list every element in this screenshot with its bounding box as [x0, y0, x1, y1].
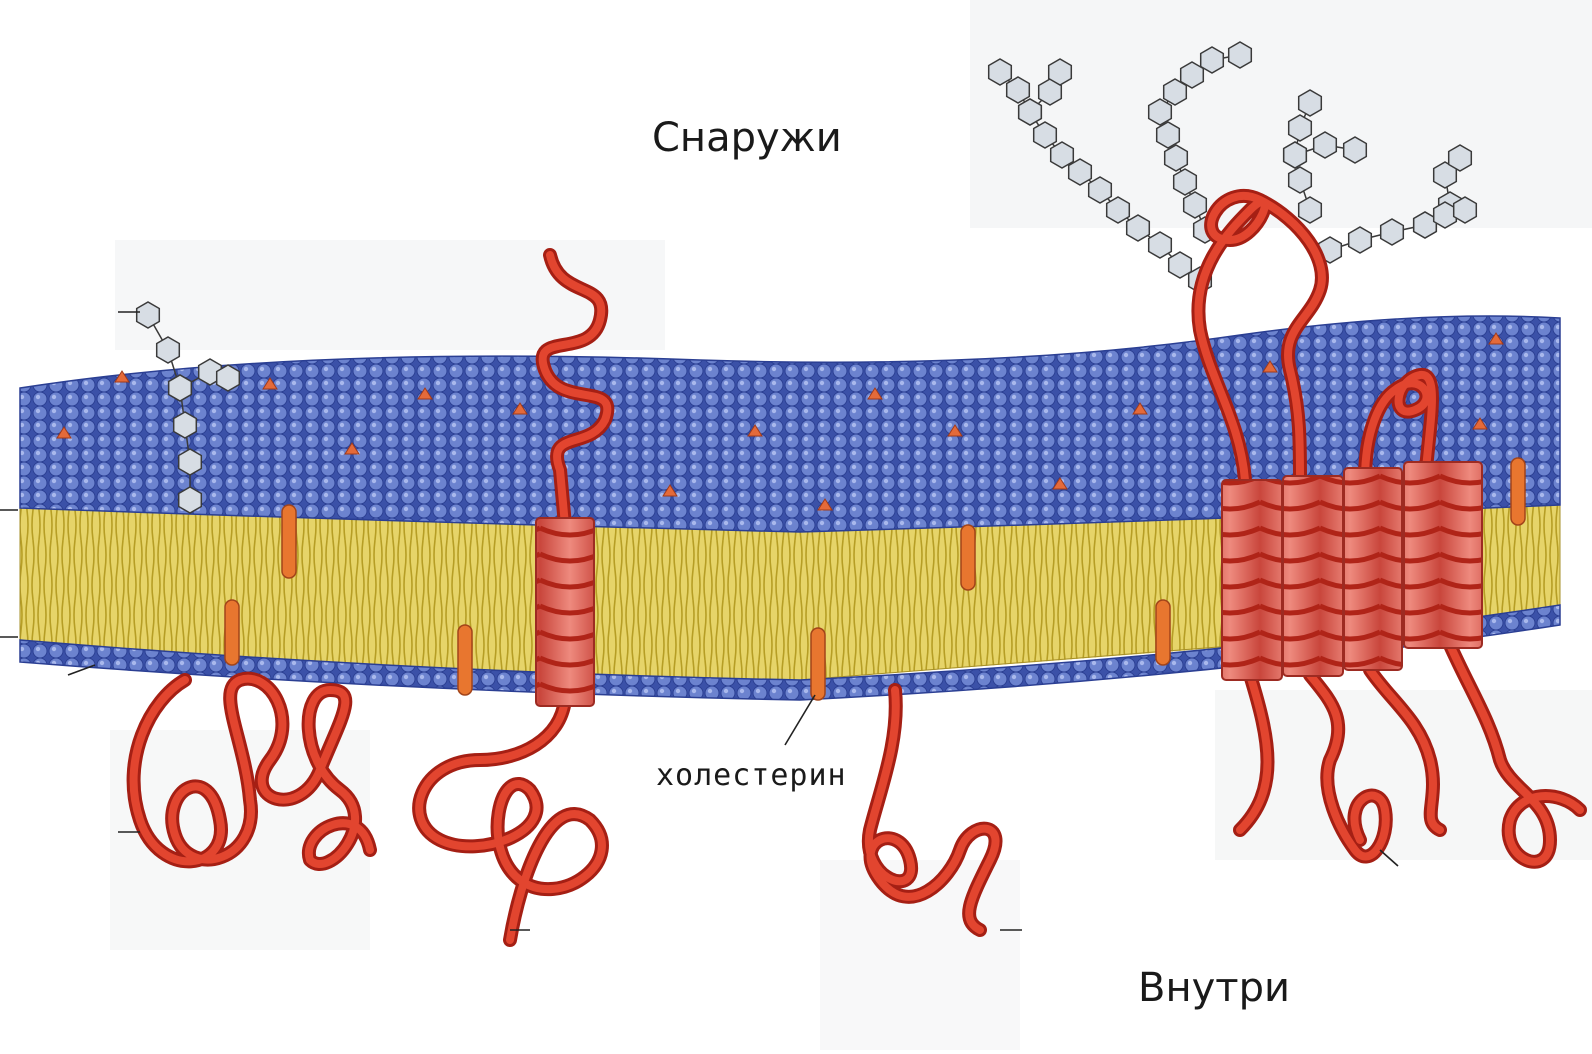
sugar-ring — [1051, 142, 1074, 168]
sugar-ring — [1174, 169, 1197, 195]
sugar-ring — [1165, 145, 1188, 171]
sugar-ring — [1169, 252, 1192, 278]
sugar-ring — [1314, 132, 1337, 158]
cholesterol-rod — [225, 600, 239, 665]
cholesterol-rod — [282, 505, 296, 578]
sugar-ring — [1454, 197, 1477, 223]
sugar-ring — [1089, 177, 1112, 203]
sugar-ring — [1299, 90, 1322, 116]
alpha-helix-2 — [1283, 476, 1343, 676]
sugar-ring — [1349, 227, 1372, 253]
outside-label: Снаружи — [652, 115, 842, 161]
sugar-ring — [179, 487, 202, 513]
alpha-helix-1 — [1222, 480, 1282, 680]
sugar-ring — [1344, 137, 1367, 163]
sugar-ring — [174, 412, 197, 438]
cholesterol-label: холестерин — [656, 758, 847, 793]
sugar-ring — [1284, 142, 1307, 168]
sugar-ring — [1201, 47, 1224, 73]
cholesterol-rod — [811, 628, 825, 700]
sugar-ring — [1127, 215, 1150, 241]
cholesterol-rod — [458, 625, 472, 695]
cholesterol-rod — [1511, 458, 1525, 525]
sugar-ring — [1157, 122, 1180, 148]
sugar-ring — [1289, 115, 1312, 141]
alpha-helix-4 — [1404, 462, 1482, 648]
sugar-ring — [1149, 232, 1172, 258]
inside-label: Внутри — [1138, 965, 1290, 1011]
sugar-ring — [1229, 42, 1252, 68]
sugar-ring — [1034, 122, 1057, 148]
alpha-helix-single — [536, 518, 594, 706]
sugar-ring — [137, 302, 160, 328]
sugar-ring — [1434, 202, 1457, 228]
sugar-ring — [217, 365, 240, 391]
sugar-ring — [1181, 62, 1204, 88]
sugar-ring — [1184, 192, 1207, 218]
sugar-ring — [169, 375, 192, 401]
alpha-helix-3 — [1344, 468, 1402, 670]
sugar-ring — [1289, 167, 1312, 193]
sugar-ring — [1107, 197, 1130, 223]
sugar-ring — [157, 337, 180, 363]
sugar-ring — [1299, 197, 1322, 223]
cholesterol-pointer — [785, 695, 815, 745]
cholesterol-rod — [961, 525, 975, 590]
sugar-ring — [1049, 59, 1072, 85]
sugar-ring — [1449, 145, 1472, 171]
sugar-ring — [1381, 219, 1404, 245]
sugar-ring — [1007, 77, 1030, 103]
sugar-ring — [1149, 99, 1172, 125]
cholesterol-rod — [1156, 600, 1170, 665]
sugar-ring — [1414, 212, 1437, 238]
sugar-ring — [179, 449, 202, 475]
sugar-ring — [989, 59, 1012, 85]
sugar-ring — [1019, 99, 1042, 125]
